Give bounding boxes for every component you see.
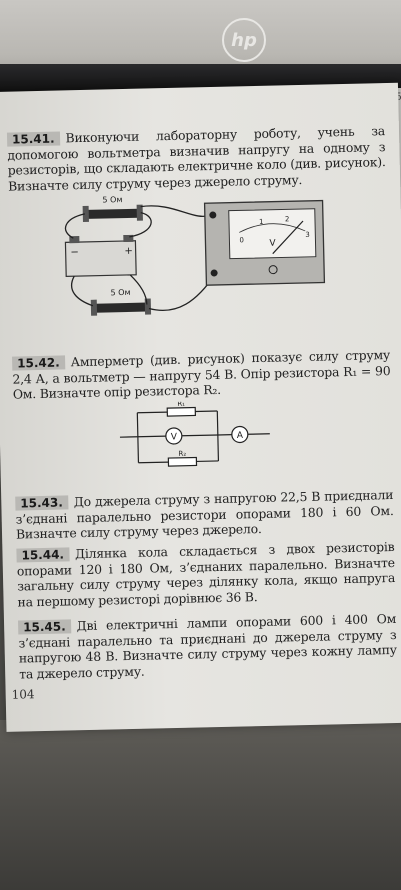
- problem-number: 15.44.: [16, 547, 70, 563]
- problem-15-43: 15.43.До джерела струму з напругою 22,5 …: [15, 487, 394, 542]
- textbook-page: 15.41.Виконуючи лабораторну роботу, учен…: [0, 82, 401, 732]
- desk-surface: [0, 720, 401, 890]
- problem-15-42: 15.42.Амперметр (див. рисунок) показує с…: [12, 347, 391, 402]
- problem-number: 15.43.: [15, 495, 69, 511]
- problem-number: 15.42.: [12, 355, 65, 371]
- scale-tick-2: 2: [285, 215, 290, 223]
- bottom-resistor-label: 5 Ом: [111, 288, 131, 297]
- problem-text: Ділянка кола складається з двох резистор…: [16, 538, 396, 610]
- resistor-r2: [167, 456, 198, 467]
- resistor-r1: [166, 406, 197, 417]
- voltmeter-adjust-knob: [268, 265, 278, 275]
- circuit-figure-parallel-resistors: R₁ R₂ V A: [119, 400, 270, 467]
- r2-label: R₂: [178, 450, 186, 458]
- problem-15-41: 15.41.Виконуючи лабораторну роботу, учен…: [6, 123, 386, 194]
- problem-text: Дві електричні лампи опорами 600 і 400 О…: [18, 610, 397, 682]
- problem-number: 15.41.: [6, 131, 60, 147]
- problem-text: Виконуючи лабораторну роботу, учень за д…: [7, 123, 386, 194]
- battery-plus: +: [124, 246, 133, 257]
- bottom-resistor: [94, 302, 148, 313]
- problem-text: Амперметр (див. рисунок) показує силу ст…: [12, 347, 391, 402]
- ammeter-symbol: [231, 425, 249, 444]
- circuit-figure-voltmeter-setup: 5 Ом − + 5 Ом 0 1 2 3 V: [64, 195, 326, 316]
- problem-15-45: 15.45.Дві електричні лампи опорами 600 і…: [17, 610, 397, 682]
- voltmeter-scale: [228, 208, 317, 260]
- page-number: 104: [11, 687, 35, 702]
- battery: [64, 240, 137, 277]
- scale-tick-3: 3: [305, 231, 310, 239]
- problem-15-44: 15.44.Ділянка кола складається з двох ре…: [16, 539, 395, 610]
- laptop-lid: hp: [0, 0, 401, 100]
- voltmeter-letter: V: [269, 239, 276, 249]
- voltmeter-symbol: [165, 427, 183, 445]
- problem-text: До джерела струму з напругою 22,5 В приє…: [15, 487, 394, 542]
- top-resistor: [86, 208, 139, 219]
- problem-number: 15.45.: [17, 619, 71, 635]
- ammeter-symbol-letter: A: [237, 431, 244, 441]
- r1-label: R₁: [177, 400, 185, 408]
- hp-logo: hp: [222, 18, 266, 62]
- top-resistor-label: 5 Ом: [102, 195, 122, 204]
- scale-tick-1: 1: [259, 218, 264, 226]
- battery-minus: −: [70, 247, 79, 258]
- voltmeter-symbol-letter: V: [171, 432, 178, 442]
- scale-tick-0: 0: [239, 236, 244, 244]
